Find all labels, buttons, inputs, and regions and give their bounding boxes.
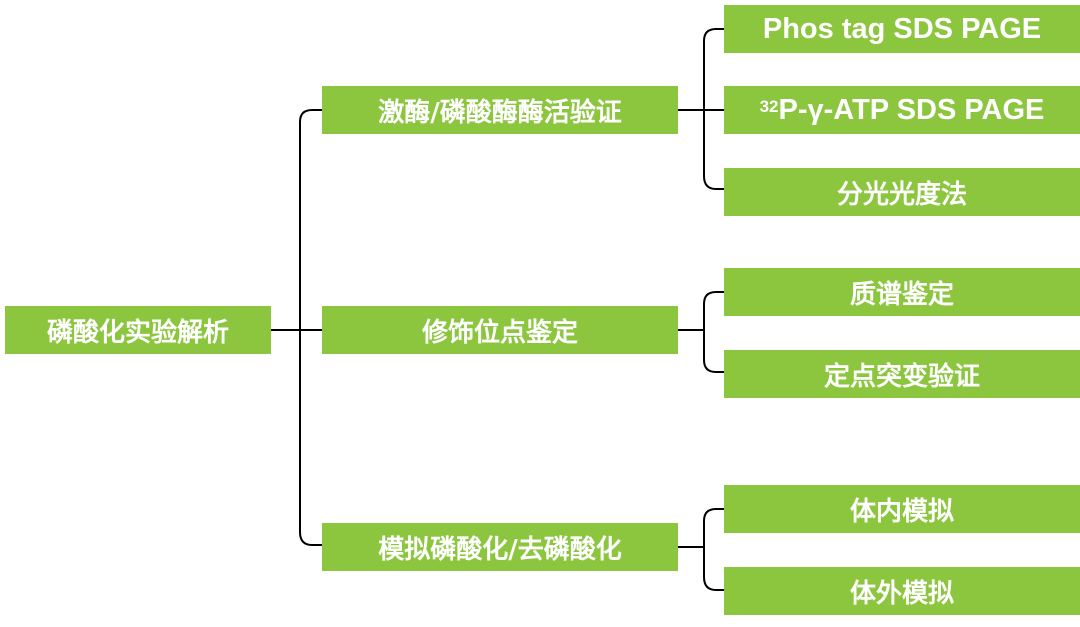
leaf-phos-tag: Phos tag SDS PAGE <box>724 5 1080 53</box>
branch-node-enzyme-activity: 激酶/磷酸酶酶活验证 <box>322 86 678 134</box>
leaf-site-mutation: 定点突变验证 <box>724 350 1080 398</box>
leaf-spectrophotometry: 分光光度法 <box>724 168 1080 216</box>
leaf-32p-atp-label: P-γ-ATP SDS PAGE <box>778 93 1045 126</box>
branch-node-site-identification: 修饰位点鉴定 <box>322 306 678 354</box>
isotope-superscript: 32 <box>759 97 779 116</box>
branch-node-mimic-phosphorylation: 模拟磷酸化/去磷酸化 <box>322 523 678 571</box>
leaf-mass-spec: 质谱鉴定 <box>724 268 1080 316</box>
leaf-in-vivo: 体内模拟 <box>724 485 1080 533</box>
leaf-in-vitro: 体外模拟 <box>724 567 1080 615</box>
root-node: 磷酸化实验解析 <box>5 306 271 354</box>
